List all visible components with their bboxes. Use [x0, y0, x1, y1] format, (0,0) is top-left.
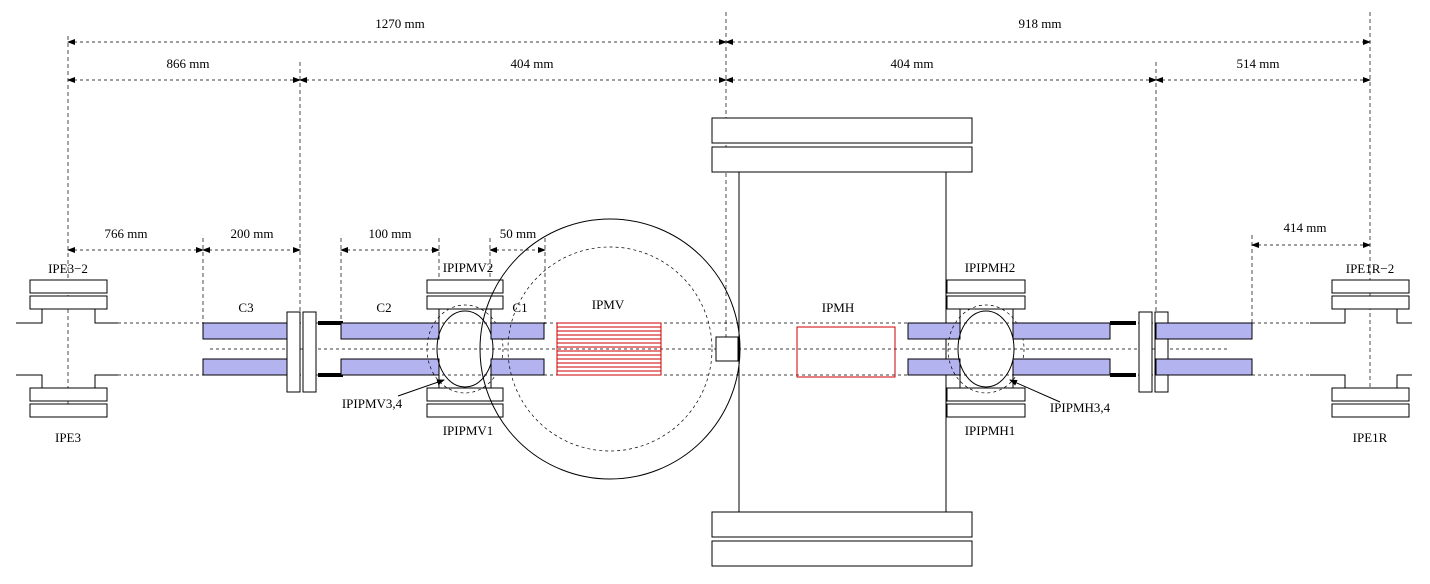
- ipipmh1-label: IPIPMH1: [965, 423, 1016, 438]
- dimension-404-right: 404 mm: [725, 56, 1157, 83]
- left-bellows-flange: [286, 311, 343, 393]
- dimension-label-866: 866 mm: [167, 56, 210, 71]
- ipe1r-2-flange: [1310, 279, 1412, 324]
- c3-label: C3: [238, 300, 253, 315]
- dimension-100: 100 mm: [340, 226, 440, 253]
- collimator-c1: [490, 322, 545, 376]
- dimension-label-404-left: 404 mm: [511, 56, 554, 71]
- ipipmv34-label: IPIPMV3,4: [342, 396, 403, 411]
- ipe1r-2-label: IPE1R−2: [1346, 261, 1395, 276]
- ipmv-label: IPMV: [592, 297, 625, 312]
- central-chamber: [711, 117, 973, 567]
- collimator-c2: [340, 322, 440, 376]
- dimension-866: 866 mm: [67, 56, 301, 83]
- dimension-label-50: 50 mm: [500, 226, 536, 241]
- right-tube-outer: [1155, 322, 1253, 376]
- ipipmh34-label: IPIPMH3,4: [1050, 400, 1111, 415]
- ipipmh-cross-outline: [947, 304, 1025, 394]
- c1-label: C1: [512, 300, 527, 315]
- ipe3-2-flange: [16, 279, 118, 324]
- c2-label: C2: [376, 300, 391, 315]
- ipe3-2-label: IPE3−2: [48, 261, 88, 276]
- ipipmv1-label: IPIPMV1: [443, 423, 494, 438]
- right-tube-inner: [907, 322, 961, 376]
- ipipmh1-flange: [946, 375, 1026, 418]
- ipipmv2-label: IPIPMV2: [443, 260, 494, 275]
- ipipmh2-label: IPIPMH2: [965, 260, 1016, 275]
- dimension-766: 766 mm: [67, 226, 204, 253]
- ipipmh-cross: [957, 310, 1015, 388]
- dimension-label-100: 100 mm: [369, 226, 412, 241]
- dimension-918: 918 mm: [725, 16, 1371, 45]
- dimension-404-left: 404 mm: [299, 56, 727, 83]
- dimension-414: 414 mm: [1251, 220, 1371, 248]
- dimension-200: 200 mm: [202, 226, 301, 253]
- ipipmh2-flange: [946, 279, 1026, 323]
- dimension-1270: 1270 mm: [67, 16, 727, 45]
- ipmv-grid: [556, 322, 662, 376]
- right-tube-middle: [1012, 322, 1111, 376]
- dimension-label-918: 918 mm: [1019, 16, 1062, 31]
- dimension-label-514: 514 mm: [1237, 56, 1280, 71]
- dimension-label-766: 766 mm: [105, 226, 148, 241]
- ipe3-label: IPE3: [55, 430, 81, 445]
- ipipmv-cross: [436, 310, 494, 388]
- ipmv-chamber: [479, 218, 741, 480]
- dimension-label-414: 414 mm: [1284, 220, 1327, 235]
- ipipmv1-flange: [426, 375, 504, 418]
- dimension-50: 50 mm: [489, 226, 546, 253]
- ipmv-chamber-inner: [507, 246, 713, 452]
- ipe1r-label: IPE1R: [1353, 430, 1388, 445]
- dimension-label-1270: 1270 mm: [375, 16, 424, 31]
- dimension-label-200: 200 mm: [231, 226, 274, 241]
- ipmh-monitor: [796, 326, 896, 378]
- dimension-label-404-right: 404 mm: [891, 56, 934, 71]
- ipmh-label: IPMH: [822, 300, 855, 315]
- dimension-514: 514 mm: [1155, 56, 1371, 83]
- ipipmv-cross-outline: [426, 304, 504, 394]
- ipe3-flange: [16, 374, 118, 418]
- ipe1r-flange: [1310, 374, 1412, 418]
- ipipmv2-flange: [426, 279, 504, 323]
